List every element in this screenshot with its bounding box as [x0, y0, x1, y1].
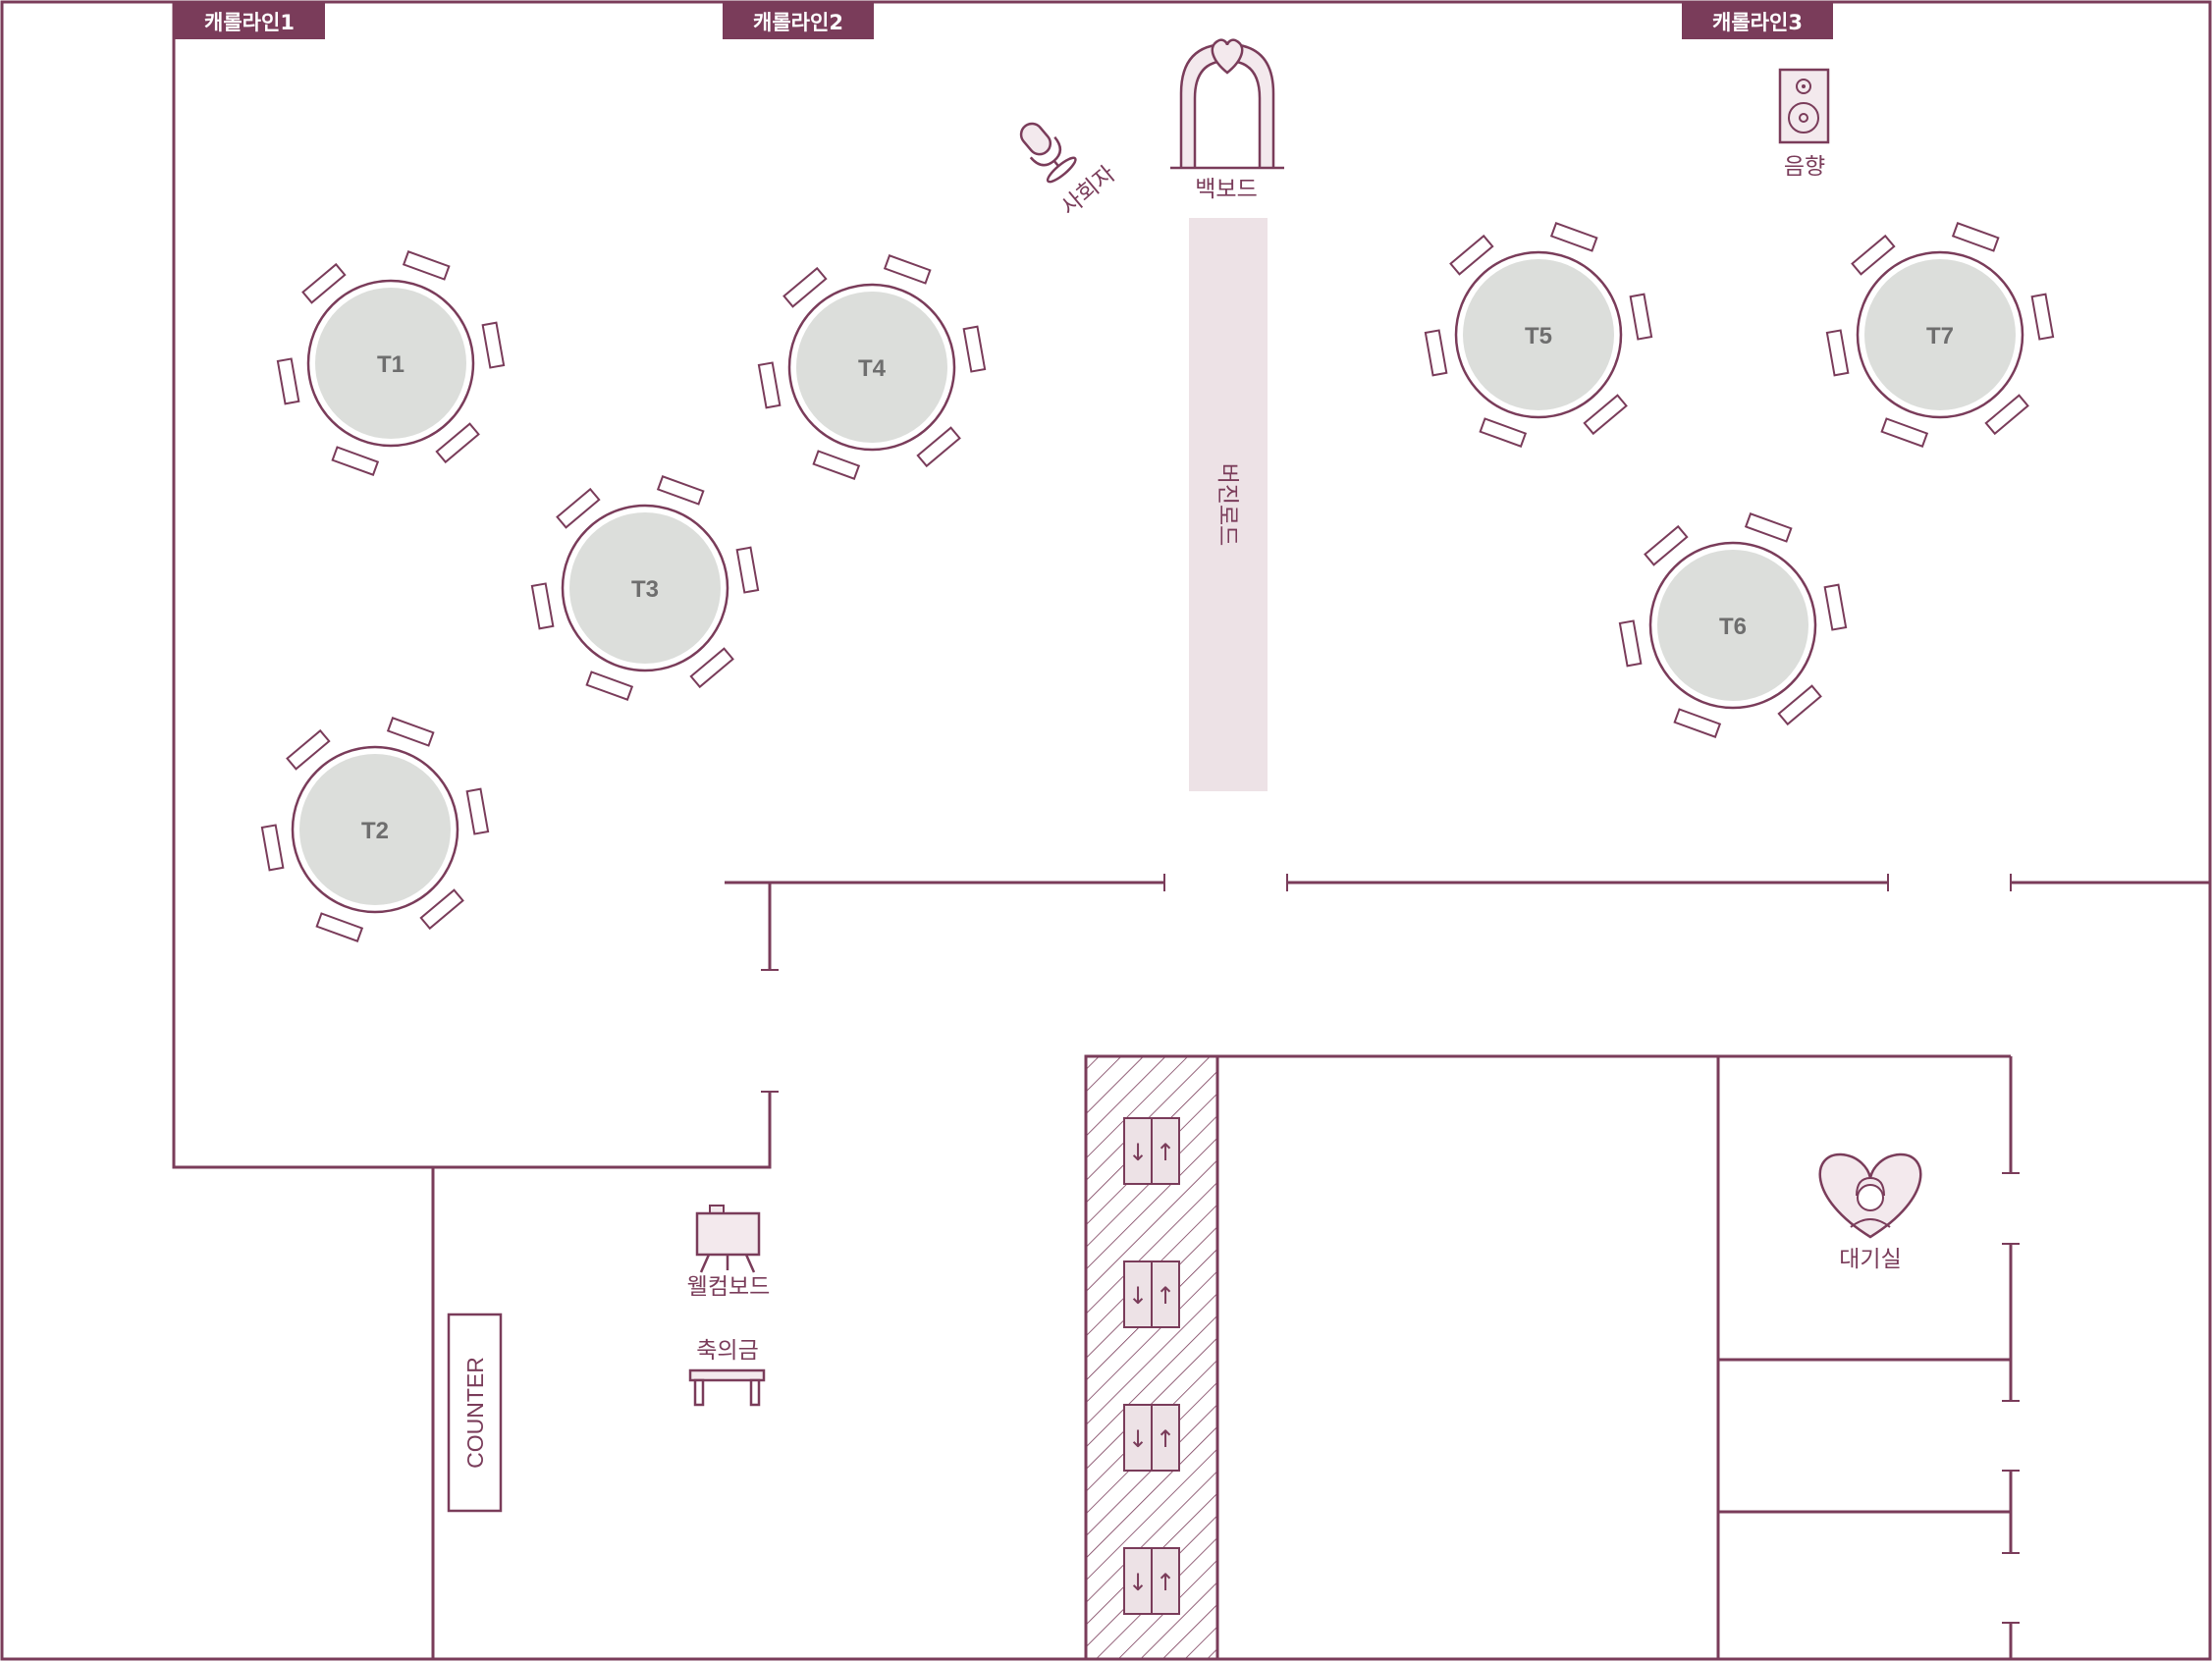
chair [656, 475, 705, 506]
gift-table-icon [688, 1368, 766, 1407]
counter [447, 1313, 503, 1513]
chair [585, 670, 634, 701]
round-table: T1 [276, 250, 506, 476]
elevator: ↓↑ [1123, 1404, 1180, 1472]
virgin-road [1189, 218, 1268, 791]
elevator-down-arrow: ↓ [1128, 1425, 1148, 1453]
chair [1618, 619, 1643, 668]
chair [276, 357, 300, 405]
table-label: T4 [858, 355, 887, 382]
chair [735, 546, 760, 594]
table-label: T1 [377, 351, 405, 378]
table-label: T6 [1719, 614, 1747, 640]
chair [757, 361, 782, 409]
chair [481, 321, 506, 369]
chair [1629, 293, 1653, 341]
virgin-road-label: 버진로드 [1214, 463, 1240, 547]
elevator-down-arrow: ↓ [1128, 1139, 1148, 1166]
chair [419, 888, 464, 931]
chair [1851, 234, 1896, 276]
chair [465, 787, 490, 835]
chair [315, 912, 364, 942]
table-label: T2 [361, 818, 389, 844]
chair [916, 426, 961, 468]
camera-line-tab: 캐롤라인2 [723, 2, 874, 39]
lower-rooms [1084, 1054, 2020, 1659]
bride-heart-icon [1818, 1153, 1922, 1239]
elevator: ↓↑ [1123, 1117, 1180, 1185]
chair [689, 647, 734, 689]
arch-icon [1170, 38, 1284, 170]
main-hall-walls [172, 2, 2210, 1659]
chair [1880, 417, 1929, 448]
chair [1744, 512, 1793, 543]
table-label: T7 [1926, 323, 1954, 349]
chair [1823, 583, 1848, 631]
round-table: T7 [1825, 222, 2055, 448]
welcome-board-label: 웰컴보드 [687, 1274, 771, 1300]
waiting-room-label: 대기실 [1839, 1247, 1901, 1272]
camera-line-label: 캐롤라인3 [1712, 11, 1803, 34]
round-table: T4 [757, 254, 987, 480]
chair [556, 487, 601, 529]
round-table: T6 [1618, 512, 1848, 738]
chair [1825, 329, 1850, 377]
chair [1951, 222, 2000, 252]
chair [1673, 708, 1722, 738]
elevator-up-arrow: ↑ [1156, 1569, 1175, 1596]
chair [402, 250, 451, 281]
chair [1449, 234, 1494, 276]
camera-line-tab: 캐롤라인1 [174, 2, 325, 39]
speaker-icon [1778, 68, 1830, 144]
chair [260, 824, 285, 872]
round-table: T2 [260, 717, 490, 942]
chair [530, 582, 555, 630]
counter-label: COUNTER [462, 1357, 488, 1469]
round-table: T3 [530, 475, 760, 701]
elevator: ↓↑ [1123, 1547, 1180, 1615]
elevator-up-arrow: ↑ [1156, 1139, 1175, 1166]
chair [1549, 222, 1598, 252]
chair [331, 446, 380, 476]
chair [1984, 394, 2029, 436]
chair [2030, 293, 2055, 341]
chair [1583, 394, 1628, 436]
chair [1644, 524, 1689, 566]
chair [962, 325, 987, 373]
elevators: ↓↑↓↑↓↑↓↑ [1123, 1117, 1180, 1615]
elevator-up-arrow: ↑ [1156, 1425, 1175, 1453]
chair [1479, 417, 1528, 448]
elevator-up-arrow: ↑ [1156, 1282, 1175, 1310]
camera-lines: 캐롤라인1 캐롤라인2 캐롤라인3 [174, 2, 1833, 39]
chair [812, 450, 861, 480]
chair [1777, 684, 1822, 726]
gift-money-label: 축의금 [696, 1338, 758, 1364]
camera-line-label: 캐롤라인1 [204, 11, 295, 34]
microphone-icon [1019, 122, 1077, 184]
camera-line-label: 캐롤라인2 [753, 11, 843, 34]
chair [286, 728, 331, 771]
round-table: T5 [1424, 222, 1653, 448]
sound-label: 음향 [1784, 154, 1825, 180]
camera-line-tab: 캐롤라인3 [1682, 2, 1833, 39]
chair [386, 717, 435, 747]
chair [301, 262, 347, 304]
backboard-label: 백보드 [1195, 177, 1257, 202]
chair [782, 266, 828, 308]
table-label: T5 [1525, 323, 1552, 349]
chair [435, 422, 480, 464]
elevator-down-arrow: ↓ [1128, 1282, 1148, 1310]
elevator-down-arrow: ↓ [1128, 1569, 1148, 1596]
table-label: T3 [631, 576, 659, 603]
easel-icon [695, 1205, 761, 1273]
chair [1424, 329, 1448, 377]
elevator: ↓↑ [1123, 1260, 1180, 1328]
chair [883, 254, 932, 285]
